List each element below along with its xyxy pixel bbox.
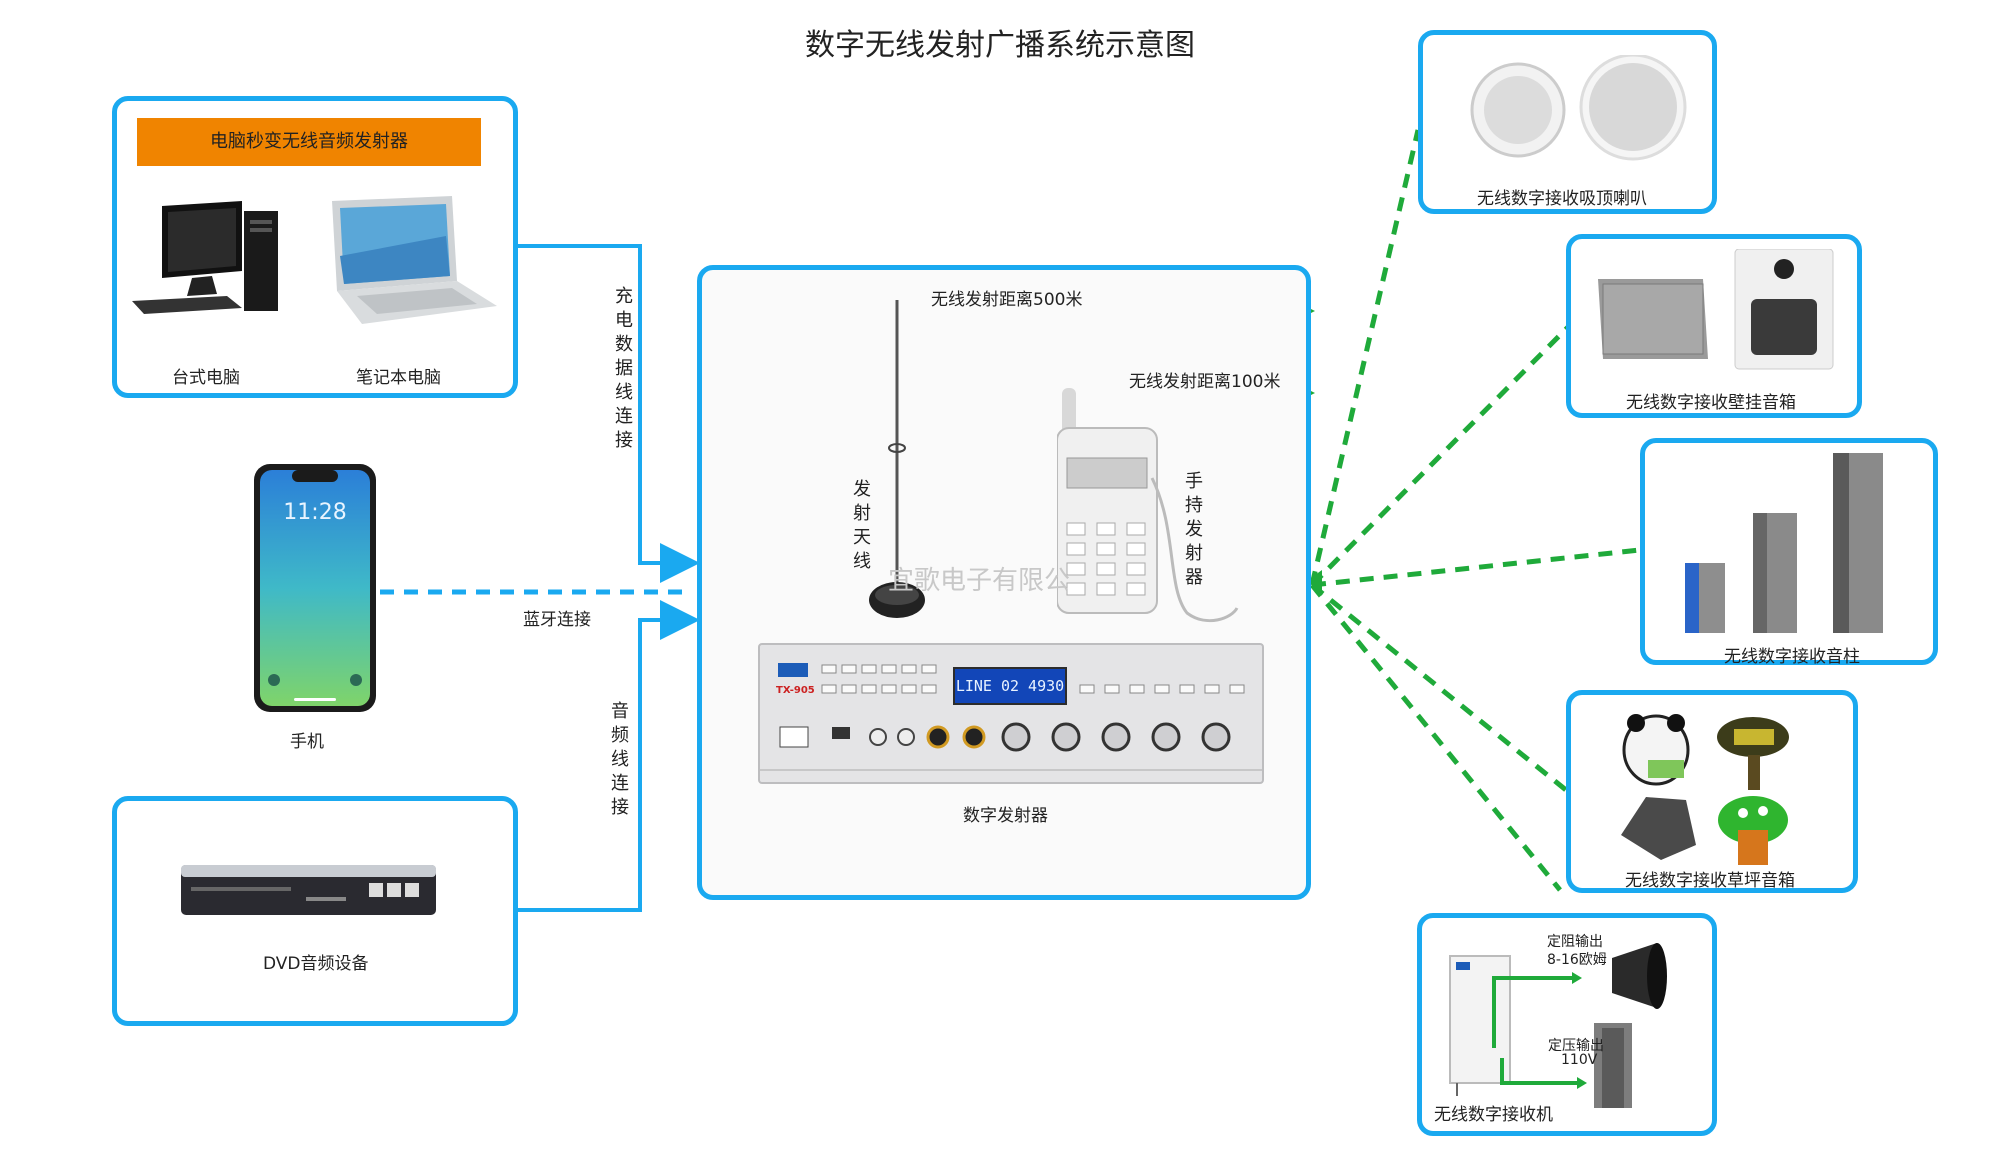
lawn-speaker-box: 无线数字接收草坪音箱 <box>1566 690 1858 893</box>
receiver-unit-icon <box>1449 943 1667 1108</box>
bluetooth-label: 蓝牙连接 <box>523 610 591 630</box>
brand-model: TX-905 <box>776 685 815 696</box>
wireless-hub-arrow <box>1308 570 1322 592</box>
antenna-label: 发射天线 <box>853 479 871 572</box>
phone-time: 11:28 <box>283 500 347 525</box>
front-panel-controls <box>760 664 1262 771</box>
charge-data-line <box>518 244 700 583</box>
handheld-transmitter-icon <box>1057 388 1239 623</box>
receiver-box: 定阻输出 8-16欧姆 定压输出 110V 无线数字接收机 <box>1417 913 1717 1136</box>
wireless-line-ceiling <box>1309 129 1421 586</box>
receiver-label: 无线数字接收机 <box>1434 1105 1553 1125</box>
column-speaker-label: 无线数字接收音柱 <box>1724 647 1860 667</box>
range-500-label: 无线发射距离500米 <box>931 290 1083 310</box>
smartphone-icon <box>254 464 376 712</box>
center-box: 无线发射距离500米 无线发射距离100米 发射天线 手持发射器 宜歌电子有限公… <box>697 265 1311 900</box>
out-resistance-value: 8-16欧姆 <box>1547 952 1607 968</box>
diagram-title: 数字无线发射广播系统示意图 <box>805 28 1195 63</box>
charge-data-label: 充电数据线连接 <box>615 286 633 451</box>
digital-transmitter-label: 数字发射器 <box>963 806 1048 826</box>
ceiling-speaker-label: 无线数字接收吸顶喇叭 <box>1477 189 1647 209</box>
dvd-player-icon <box>181 865 436 915</box>
audio-cable-label: 音频线连接 <box>611 701 629 818</box>
dvd-label: DVD音频设备 <box>263 954 369 974</box>
ceiling-speaker-box: 无线数字接收吸顶喇叭 <box>1418 30 1717 214</box>
handheld-label: 手持发射器 <box>1185 471 1203 588</box>
wall-speaker-box: 无线数字接收壁挂音箱 <box>1566 234 1862 418</box>
antenna-icon <box>869 300 925 618</box>
ceiling-speaker-icon <box>1470 55 1687 161</box>
wireless-line-column <box>1311 547 1641 588</box>
desktop-label: 台式电脑 <box>172 368 240 388</box>
wall-speaker-icon <box>1598 249 1834 370</box>
wall-speaker-label: 无线数字接收壁挂音箱 <box>1626 393 1796 413</box>
out-voltage-value: 110V <box>1561 1052 1598 1068</box>
column-speaker-box: 无线数字接收音柱 <box>1640 438 1938 667</box>
wireless-line-lawn <box>1310 583 1568 792</box>
brand-logo <box>778 663 808 677</box>
audio-cable-line <box>518 600 700 912</box>
out-voltage-label: 定压输出 <box>1548 1038 1604 1054</box>
laptop-label: 笔记本电脑 <box>356 368 441 388</box>
laptop-computer-icon <box>332 196 497 324</box>
display-screen: LINE 02 4930 <box>953 667 1067 705</box>
desktop-computer-icon <box>132 201 278 314</box>
range-100-label: 无线发射距离100米 <box>1129 372 1281 392</box>
digital-transmitter-device: TX-905 LINE 02 4930 <box>758 643 1264 784</box>
column-speaker-icon <box>1685 453 1883 633</box>
wireless-line-wall <box>1310 323 1572 587</box>
wireless-line-receiver <box>1310 583 1562 892</box>
watermark-text: 宜歌电子有限公 <box>888 566 1071 596</box>
computer-box: 电脑秒变无线音频发射器 台式电脑 笔记本电脑 <box>112 96 518 398</box>
phone-label: 手机 <box>290 732 324 752</box>
computer-banner: 电脑秒变无线音频发射器 <box>137 118 481 166</box>
lawn-speaker-label: 无线数字接收草坪音箱 <box>1625 871 1795 891</box>
dvd-box: DVD音频设备 <box>112 796 518 1026</box>
lawn-speaker-icon <box>1621 714 1789 865</box>
display-text: LINE 02 4930 <box>955 677 1065 695</box>
out-resistance-label: 定阻输出 <box>1547 934 1603 950</box>
